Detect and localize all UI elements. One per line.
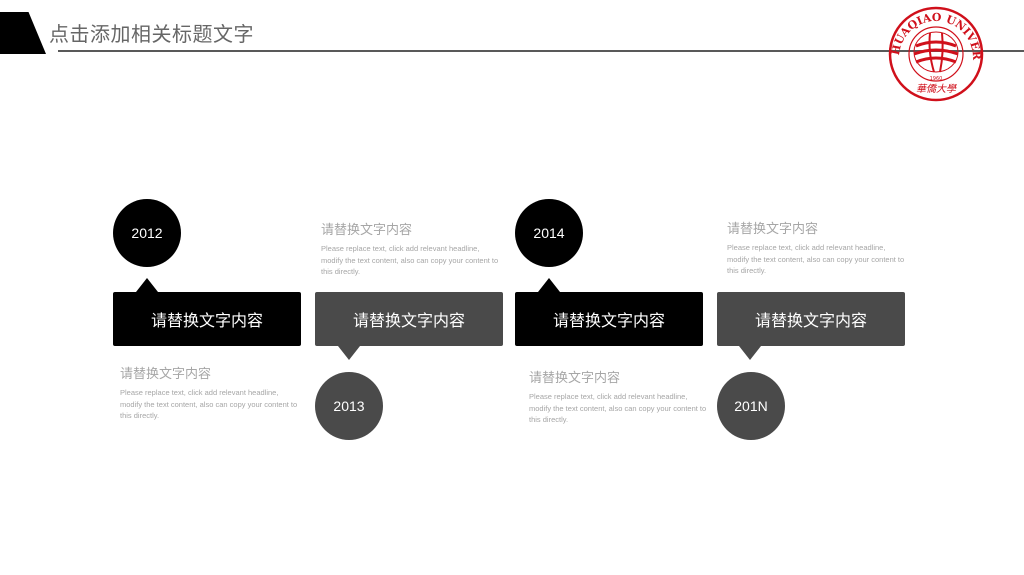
- content-box-3[interactable]: 请替换文字内容: [515, 292, 703, 346]
- description-body-2: Please replace text, click add relevant …: [321, 244, 499, 276]
- pointer-up-3: [538, 278, 560, 292]
- header-corner-tab: [0, 12, 46, 54]
- description-body-1: Please replace text, click add relevant …: [120, 388, 298, 420]
- content-box-1[interactable]: 请替换文字内容: [113, 292, 301, 346]
- year-circle-2014[interactable]: 2014: [515, 199, 583, 267]
- description-body-3: Please replace text, click add relevant …: [529, 392, 707, 424]
- description-title-3: 请替换文字内容: [529, 371, 621, 386]
- university-logo: HUAQIAO UNIVERSITY 1960 華僑大學: [886, 6, 983, 102]
- description-1: 请替换文字内容 Please replace text, click add r…: [120, 363, 298, 422]
- content-box-2[interactable]: 请替换文字内容: [315, 292, 503, 346]
- description-title-1: 请替换文字内容: [120, 367, 212, 382]
- svg-text:HUAQIAO UNIVERSITY: HUAQIAO UNIVERSITY: [886, 6, 983, 61]
- content-box-4[interactable]: 请替换文字内容: [717, 292, 905, 346]
- description-3: 请替换文字内容 Please replace text, click add r…: [529, 367, 707, 426]
- description-4: 请替换文字内容 Please replace text, click add r…: [727, 218, 905, 277]
- description-title-2: 请替换文字内容: [321, 223, 413, 238]
- logo-ring-text: HUAQIAO UNIVERSITY: [886, 6, 983, 61]
- logo-year: 1960: [930, 76, 943, 82]
- header-divider: [58, 50, 1024, 52]
- pointer-down-2: [338, 346, 360, 360]
- description-2: 请替换文字内容 Please replace text, click add r…: [321, 219, 499, 278]
- year-circle-2012[interactable]: 2012: [113, 199, 181, 267]
- description-body-4: Please replace text, click add relevant …: [727, 243, 905, 275]
- page-title[interactable]: 点击添加相关标题文字: [49, 22, 254, 46]
- year-circle-201N[interactable]: 201N: [717, 372, 785, 440]
- year-circle-2013[interactable]: 2013: [315, 372, 383, 440]
- description-title-4: 请替换文字内容: [727, 222, 819, 237]
- pointer-down-4: [739, 346, 761, 360]
- pointer-up-1: [136, 278, 158, 292]
- logo-seal-text: 華僑大學: [916, 83, 957, 95]
